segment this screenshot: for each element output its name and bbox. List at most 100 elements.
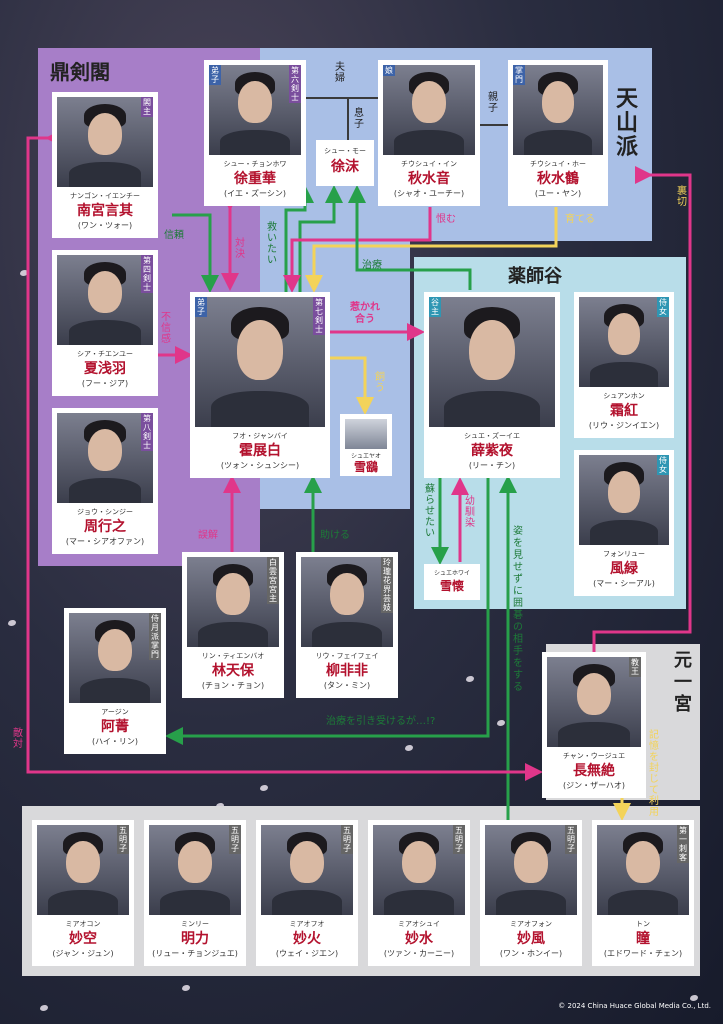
card-xiaqianyu[interactable]: 第四剣士 シア・チエンユー 夏浅羽 (フー・ジア): [52, 250, 158, 396]
label-sugata: 姿を見せずに囲碁の相手をする: [513, 526, 523, 693]
character-name: 長無絶: [573, 763, 615, 779]
character-name: 阿菁: [101, 719, 129, 735]
card-shuanghong[interactable]: 侍女 シュアンホン 霜紅 (リウ・ジンイエン): [574, 292, 674, 438]
actor-name: (ジン・ザーハオ): [562, 781, 626, 790]
character-name: 夏浅羽: [84, 361, 126, 377]
reading: フオ・ジャンバイ: [232, 432, 288, 440]
card-xueziye[interactable]: 谷主 シュエ・ズーイエ 薛紫夜 (リー・チン): [424, 292, 560, 478]
reading: フォンリュー: [603, 550, 645, 558]
reading: リウ・フェイフェイ: [315, 652, 379, 660]
card-miaokong[interactable]: 五明子 ミアオコン 妙空 (ジャン・ジュン): [32, 820, 134, 966]
petal-decoration: [40, 1005, 48, 1011]
role-tag: 第八剣士: [141, 413, 153, 451]
label-fufu: 夫婦: [335, 62, 345, 84]
reading: ナンゴン・イエンチー: [70, 192, 140, 200]
actor-name: (タン・ミン): [323, 681, 371, 690]
faction-yuanyi-lower: [22, 806, 700, 976]
actor-name: (ワン・ツォー): [77, 221, 133, 230]
character-name: 徐沫: [331, 159, 359, 175]
character-name: 南宮言其: [77, 203, 133, 219]
card-xumo[interactable]: シュー・モー 徐沫: [316, 140, 374, 186]
faction-title-tianshan: 天山派: [615, 87, 638, 160]
character-name: 薛紫夜: [471, 443, 513, 459]
card-zhouxing[interactable]: 第八剣士 ジョウ・シンジー 周行之 (マー・シアオファン): [52, 408, 158, 554]
card-miaofeng[interactable]: 五明子 ミアオフォン 妙風 (ワン・ホンイー): [480, 820, 582, 966]
card-liufeifei[interactable]: 玲瓏花界芸妓 リウ・フェイフェイ 柳非非 (タン・ミン): [296, 552, 398, 698]
label-chiryo: 治療: [362, 260, 382, 271]
role-tag: 閣主: [141, 97, 153, 117]
character-name: 徐重華: [234, 171, 276, 187]
label-fushinkan: 不信感: [161, 312, 171, 345]
card-changwujue[interactable]: 教王 チャン・ウージュエ 長無絶 (ジン・ザーハオ): [542, 652, 646, 798]
card-fenglu[interactable]: 侍女 フォンリュー 風緑 (マー・シーアル): [574, 450, 674, 596]
role-tag: 五明子: [453, 825, 465, 854]
portrait: [69, 613, 161, 703]
label-duiketsu: 対決: [235, 238, 245, 260]
label-yomigaeraseta: 蘇らせたい: [425, 484, 435, 539]
role-tag: 五明子: [229, 825, 241, 854]
role-tag: 掌門: [513, 65, 525, 85]
card-miaohuo[interactable]: 五明子 ミアオフオ 妙火 (ウェイ・ジエン): [256, 820, 358, 966]
reading: チウシュイ・イン: [401, 160, 457, 168]
role-tag: 第七剣士: [313, 297, 325, 335]
reading: シュエヤオ: [350, 453, 381, 460]
portrait: [57, 255, 153, 345]
portrait: [547, 657, 641, 747]
card-xueyao[interactable]: シュエヤオ 雪鷂: [340, 414, 392, 476]
role-tag: 第一刺客: [677, 825, 689, 863]
actor-name: (ウェイ・ジエン): [275, 949, 339, 958]
card-mingli[interactable]: 五明子 ミンリー 明力 (リュー・チョンジュエ): [144, 820, 246, 966]
label-uramu: 恨む: [436, 214, 456, 225]
role-tag: 娘: [383, 65, 395, 76]
card-lintianbao[interactable]: 白雲宮宮主 リン・ティエンバオ 林天保 (チョン・チョン): [182, 552, 284, 698]
label-xizi: 息子: [354, 108, 364, 130]
label-tasukeru: 助ける: [320, 530, 350, 541]
card-aqing[interactable]: 侍月派掌門 アージン 阿菁 (ハイ・リン): [64, 608, 166, 754]
actor-name: (リュー・チョンジュエ): [152, 949, 238, 958]
role-tag: 谷主: [429, 297, 441, 317]
character-name: 雪懐: [439, 579, 464, 593]
character-name: 妙水: [405, 931, 433, 947]
label-osananajimi: 幼馴染: [465, 496, 475, 529]
character-name: 妙風: [517, 931, 545, 947]
card-xuchong[interactable]: 弟子 第六剣士 シュー・チョンホワ 徐重華 (イエ・ズーシン): [204, 60, 306, 206]
card-qiushuiyin[interactable]: 娘 チウシュイ・イン 秋水音 (シャオ・ユーチー): [378, 60, 480, 206]
actor-name: (ハイ・リン): [91, 737, 139, 746]
portrait: [187, 557, 279, 647]
card-huozhanbai[interactable]: 弟子 第七剣士 フオ・ジャンバイ 霍展白 (ツォン・シュンシー): [190, 292, 330, 478]
portrait: [57, 413, 153, 503]
reading: シュアンホン: [603, 392, 645, 400]
card-nangong[interactable]: 閣主 ナンゴン・イエンチー 南宮言其 (ワン・ツォー): [52, 92, 158, 238]
portrait: [301, 557, 393, 647]
character-name: 周行之: [84, 519, 126, 535]
faction-title-yuanyi: 元一宮: [674, 650, 692, 715]
label-sodateru: 育てる: [565, 214, 595, 225]
card-tong[interactable]: 第一刺客 トン 瞳 (エドワード・チェン): [592, 820, 694, 966]
actor-name: (マー・シーアル): [593, 579, 655, 588]
reading: ジョウ・シンジー: [77, 508, 133, 516]
actor-name: (ユー・ヤン): [534, 189, 582, 198]
card-miaoshui[interactable]: 五明子 ミアオシュイ 妙水 (ツァン・カーニー): [368, 820, 470, 966]
reading: ミアオフォン: [510, 920, 552, 928]
reading: シュエホワイ: [433, 570, 470, 577]
character-name: 霜紅: [610, 403, 638, 419]
label-sukuitai: 救いたい: [267, 222, 277, 266]
bird-portrait: [345, 419, 387, 449]
role-tag: 五明子: [117, 825, 129, 854]
reading: リン・ティエンバオ: [201, 652, 265, 660]
portrait: [261, 825, 353, 915]
actor-name: (ツァン・カーニー): [383, 949, 455, 958]
character-name: 明力: [181, 931, 209, 947]
character-name: 瞳: [636, 931, 650, 947]
portrait: [373, 825, 465, 915]
portrait: [209, 65, 301, 155]
character-name: 雪鷂: [353, 460, 378, 474]
card-qiushuihe[interactable]: 掌門 チウシュイ・ホー 秋水鶴 (ユー・ヤン): [508, 60, 608, 206]
role-tag: 侍女: [657, 297, 669, 317]
role-tag: 五明子: [341, 825, 353, 854]
reading: ミアオシュイ: [398, 920, 440, 928]
reading: トン: [636, 920, 650, 928]
role-tag: 第四剣士: [141, 255, 153, 293]
label-oya: 親子: [488, 92, 498, 114]
card-xuehuai[interactable]: シュエホワイ 雪懐: [424, 564, 480, 600]
